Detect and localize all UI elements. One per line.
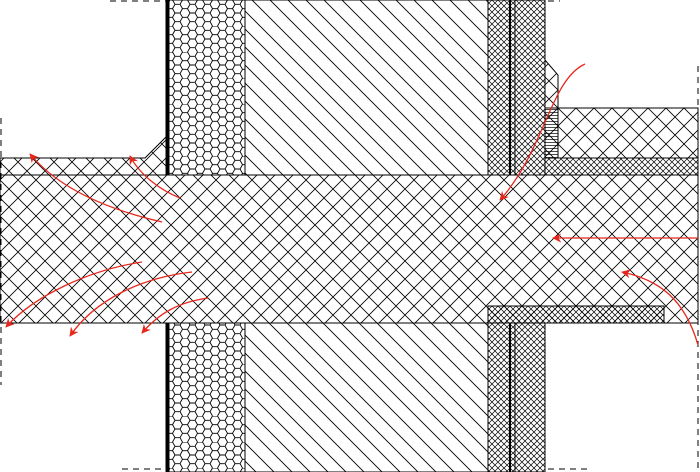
lower-diagonal-core xyxy=(244,322,489,472)
upper-hex-insulation xyxy=(168,0,246,176)
outflow-arrow-lower-left-3 xyxy=(141,297,209,334)
right-lower-collar xyxy=(487,305,665,324)
left-upper-flange xyxy=(0,133,169,176)
right-upper-vertical-strip xyxy=(544,107,559,159)
outflow-arrow-lower-left-2 xyxy=(69,271,193,337)
upper-diagonal-core xyxy=(244,0,489,176)
upper-fine-layer-2 xyxy=(514,0,546,176)
right-upper-flange xyxy=(544,58,699,176)
lower-fine-layer-2 xyxy=(514,322,546,472)
outflow-arrow-upper-left-2 xyxy=(129,155,181,199)
inflow-arrow-top-right xyxy=(499,63,586,201)
right-upper-collar xyxy=(544,157,699,176)
outflow-arrow-lower-left-1 xyxy=(5,261,143,328)
main-sleeve xyxy=(0,174,699,324)
lower-hex-insulation xyxy=(168,322,246,472)
flow-arrows xyxy=(5,63,699,346)
outflow-arrow-upper-left-1 xyxy=(29,153,163,223)
inflow-arrow-lower-right xyxy=(621,269,699,346)
lower-wall xyxy=(165,322,546,472)
upper-wall xyxy=(165,0,546,176)
